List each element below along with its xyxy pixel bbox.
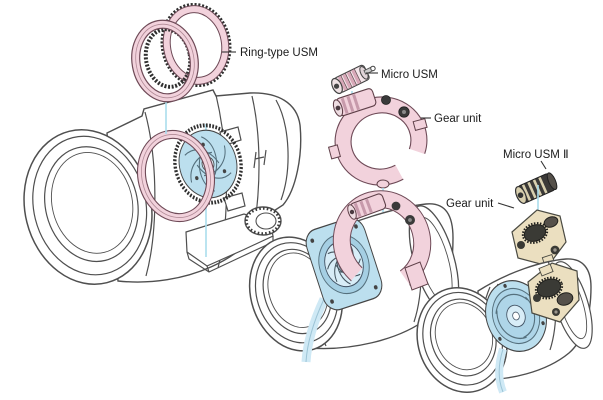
gear-unit-mid-label: Gear unit — [434, 113, 482, 125]
micro-usm-2-callout: Micro USM Ⅱ — [503, 149, 569, 170]
micro-usm-label: Micro USM — [381, 69, 438, 81]
spiral-lines — [495, 293, 536, 340]
gear-unit-motor — [332, 88, 377, 117]
middle-mounted-gear-unit — [332, 190, 432, 294]
callout-line — [540, 160, 547, 170]
stator-ring — [160, 2, 232, 88]
right-gear-unit-exploded — [511, 209, 567, 267]
rotor-ring — [131, 19, 199, 103]
mounted-ring-usm — [136, 129, 216, 223]
mounted-unit-motor — [347, 193, 387, 220]
barrel-switch — [253, 149, 267, 169]
exploded-ring-usm — [131, 2, 232, 103]
ring-type-usm-callout: Ring-type USM — [222, 47, 318, 59]
callout-line — [497, 202, 515, 209]
ring-type-usm-label: Ring-type USM — [240, 47, 318, 59]
middle-gear-unit-exploded — [327, 88, 428, 189]
tripod-knob — [244, 206, 282, 236]
gear-unit-right-label: Gear unit — [446, 198, 494, 210]
micro-usm-2-label: Micro USM Ⅱ — [503, 149, 569, 161]
gear-unit-right-callout: Gear unit — [446, 198, 515, 210]
right-mounted-gear-unit — [527, 262, 580, 323]
gear-unit-mid-callout: Gear unit — [421, 113, 482, 125]
micro-usm-motor — [331, 64, 376, 95]
micro-usm-callout: Micro USM — [366, 69, 438, 81]
micro-usm-2-motor — [514, 172, 558, 205]
